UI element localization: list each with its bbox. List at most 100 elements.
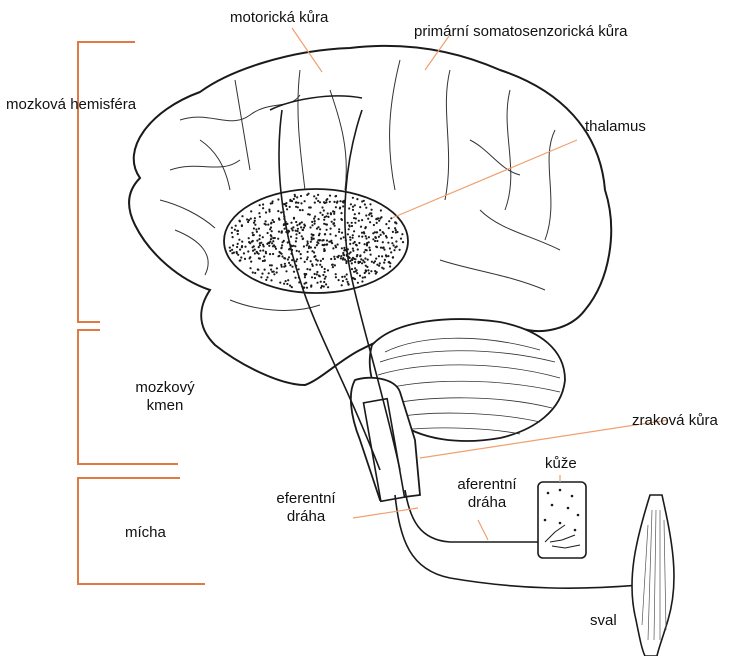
stipple-dot xyxy=(283,224,285,226)
stipple-dot xyxy=(395,231,397,233)
stipple-dot xyxy=(264,269,266,271)
stipple-dot xyxy=(302,229,304,231)
stipple-dot xyxy=(306,268,308,270)
stipple-dot xyxy=(349,257,351,259)
stipple-dot xyxy=(347,283,349,285)
stipple-dot xyxy=(326,229,328,231)
stipple-dot xyxy=(309,226,311,228)
stipple-dot xyxy=(310,206,312,208)
stipple-dot xyxy=(351,222,353,224)
stipple-dot xyxy=(258,246,260,248)
stipple-dot xyxy=(294,277,296,279)
stipple-dot xyxy=(241,245,243,247)
stipple-dot xyxy=(258,228,260,230)
stipple-dot xyxy=(324,233,326,235)
stipple-dot xyxy=(329,195,331,197)
stipple-dot xyxy=(344,259,346,261)
stipple-dot xyxy=(354,222,356,224)
stipple-dot xyxy=(232,236,234,238)
stipple-dot xyxy=(345,260,347,262)
stipple-dot xyxy=(399,249,401,251)
stipple-dot xyxy=(323,248,325,250)
stipple-dot xyxy=(327,286,329,288)
stipple-dot xyxy=(293,198,295,200)
stipple-dot xyxy=(338,231,340,233)
stipple-dot xyxy=(285,270,287,272)
stipple-dot xyxy=(347,222,349,224)
stipple-dot xyxy=(335,235,337,237)
stipple-dot xyxy=(281,266,283,268)
stipple-dot xyxy=(395,240,397,242)
stipple-dot xyxy=(323,201,325,203)
stipple-dot xyxy=(325,283,327,285)
stipple-dot xyxy=(354,213,356,215)
stipple-dot xyxy=(374,240,376,242)
stipple-dot xyxy=(324,268,326,270)
stipple-dot xyxy=(314,215,316,217)
stipple-dot xyxy=(269,210,271,212)
stipple-dot xyxy=(299,209,301,211)
stipple-dot xyxy=(372,238,374,240)
stipple-dot xyxy=(316,282,318,284)
stipple-dot xyxy=(300,253,302,255)
stipple-dot xyxy=(383,232,385,234)
stipple-dot xyxy=(385,235,387,237)
stipple-dot xyxy=(243,252,245,254)
stipple-dot xyxy=(349,236,351,238)
stipple-dot xyxy=(280,247,282,249)
stipple-dot xyxy=(312,238,314,240)
stipple-dot xyxy=(356,255,358,257)
stipple-dot xyxy=(278,217,280,219)
stipple-dot xyxy=(322,258,324,260)
stipple-dot xyxy=(298,250,300,252)
stipple-dot xyxy=(361,280,363,282)
stipple-dot xyxy=(369,221,371,223)
stipple-dot xyxy=(246,218,248,220)
stipple-dot xyxy=(253,222,255,224)
stipple-dot xyxy=(262,249,264,251)
stipple-dot xyxy=(276,271,278,273)
stipple-dot xyxy=(334,225,336,227)
stipple-dot xyxy=(330,240,332,242)
stipple-dot xyxy=(314,255,316,257)
stipple-dot xyxy=(259,258,261,260)
stipple-dot xyxy=(370,254,372,256)
stipple-dot xyxy=(314,202,316,204)
stipple-dot xyxy=(333,201,335,203)
stipple-dot xyxy=(277,238,279,240)
stipple-dot xyxy=(257,269,259,271)
stipple-dot xyxy=(296,250,298,252)
stipple-dot xyxy=(291,266,293,268)
stipple-dot xyxy=(362,259,364,261)
stipple-dot xyxy=(319,201,321,203)
stipple-dot xyxy=(250,261,252,263)
stipple-dot xyxy=(348,207,350,209)
stipple-dot xyxy=(311,250,313,252)
stipple-dot xyxy=(341,284,343,286)
stipple-dot xyxy=(393,244,395,246)
stipple-dot xyxy=(333,213,335,215)
stipple-dot xyxy=(329,201,331,203)
stipple-dot xyxy=(355,270,357,272)
stipple-dot xyxy=(324,278,326,280)
stipple-dot xyxy=(244,246,246,248)
stipple-dot xyxy=(356,198,358,200)
stipple-dot xyxy=(364,257,366,259)
stipple-dot xyxy=(383,246,385,248)
stipple-dot xyxy=(355,217,357,219)
stipple-dot xyxy=(317,242,319,244)
stipple-dot xyxy=(325,215,327,217)
stipple-dot xyxy=(320,287,322,289)
stipple-dot xyxy=(283,283,285,285)
stipple-dot xyxy=(253,234,255,236)
stipple-dot xyxy=(402,241,404,243)
stipple-dot xyxy=(260,242,262,244)
stipple-dot xyxy=(343,236,345,238)
stipple-dot xyxy=(256,231,258,233)
stipple-dot xyxy=(285,280,287,282)
stipple-dot xyxy=(317,226,319,228)
stipple-dot xyxy=(288,262,290,264)
stipple-dot xyxy=(338,228,340,230)
stipple-dot xyxy=(352,237,354,239)
stipple-dot xyxy=(347,233,349,235)
